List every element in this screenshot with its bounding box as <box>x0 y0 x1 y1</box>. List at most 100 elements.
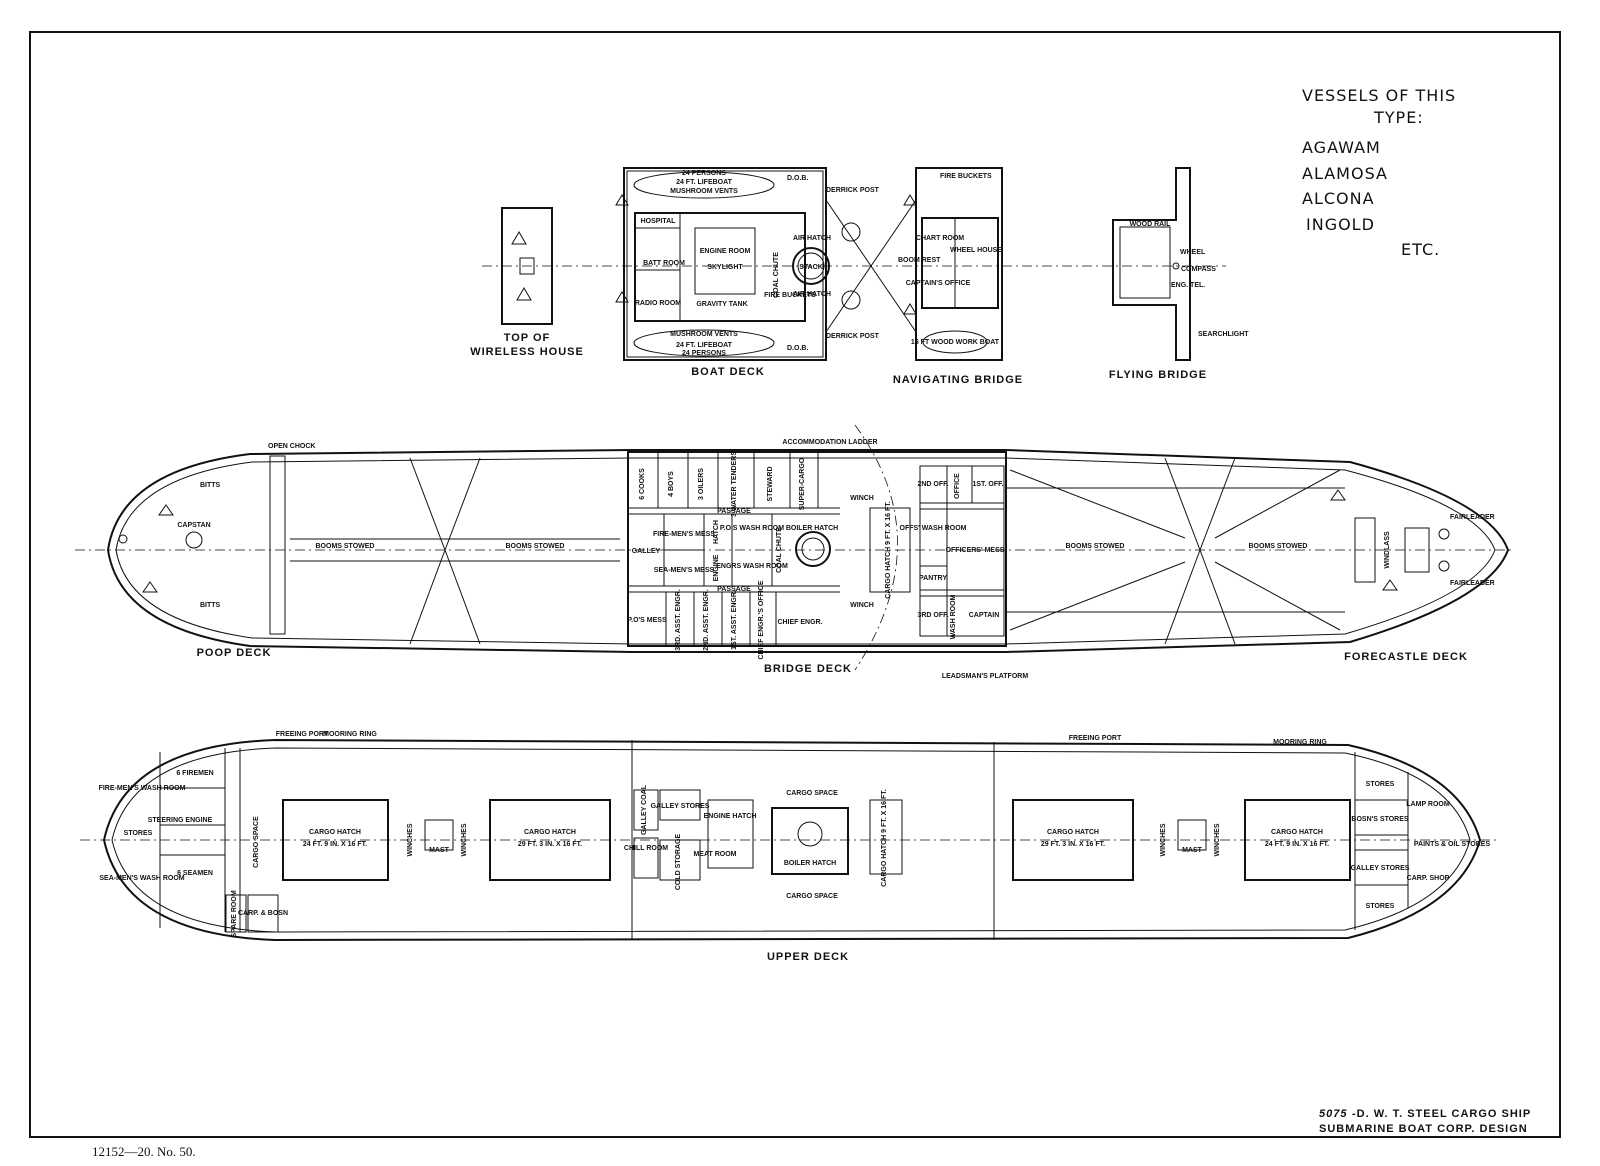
first-off-label: 1ST. OFF. <box>972 481 1003 488</box>
freeing-port-label: FREEING PORT <box>276 731 329 738</box>
cargo-space-label: CARGO SPACE <box>786 790 838 797</box>
firemens-mess-label: FIRE-MEN'S MESS <box>653 531 715 538</box>
cargo-hatch-label: CARGO HATCH 9 FT. X 16 FT. <box>881 789 888 887</box>
seamen-label: 6 SEAMEN <box>177 870 213 877</box>
mushroom-vents-label: MUSHROOM VENTS <box>670 188 738 195</box>
bitts-label: BITTS <box>200 482 221 489</box>
gravity-tank-label: GRAVITY TANK <box>696 301 747 308</box>
mooring-ring-label: MOORING RING <box>323 731 377 738</box>
winches-label: WINCHES <box>461 823 468 856</box>
vessels-list: VESSELS OF THIS TYPE: AGAWAM ALAMOSA ALC… <box>1302 86 1455 259</box>
lifeboat-persons: 24 PERSONS <box>682 170 726 177</box>
lifeboat-label: 24 FT. LIFEBOAT <box>676 179 733 186</box>
carp-shop-label: CARP. SHOP <box>1407 875 1450 882</box>
vessels-heading-type: TYPE: <box>1373 108 1424 127</box>
radio-room-label: RADIO ROOM <box>635 300 681 307</box>
captains-office-label: CAPTAIN'S OFFICE <box>906 280 971 287</box>
engrs-wash-room-label: ENGRS WASH ROOM <box>716 563 788 570</box>
winches-label: WINCHES <box>1214 823 1221 856</box>
galley-coal-label: GALLEY COAL <box>641 784 648 835</box>
steering-engine-label: STEERING ENGINE <box>148 817 213 824</box>
navigating-bridge-title: NAVIGATING BRIDGE <box>893 374 1023 386</box>
title-line-1: -D. W. T. STEEL CARGO SHIP <box>1352 1108 1531 1120</box>
coal-chute-label: COAL CHUTE <box>776 527 783 573</box>
vessel-name: ALAMOSA <box>1302 164 1388 183</box>
cabin-label: 2ND. ASST. ENGR. <box>703 589 710 651</box>
skylight-label: SKYLIGHT <box>707 264 743 271</box>
captain-label: CAPTAIN <box>969 612 1000 619</box>
booms-stowed-label: BOOMS STOWED <box>506 543 565 550</box>
engine-label: ENGINE <box>713 554 720 581</box>
boat-deck-title: BOAT DECK <box>691 366 765 378</box>
fire-buckets-label: FIRE BUCKETS <box>764 292 816 299</box>
title-block: 5075 -D. W. T. STEEL CARGO SHIP SUBMARIN… <box>1319 1108 1531 1135</box>
windlass-label: WINDLASS <box>1384 531 1391 569</box>
bridge-deck-title: BRIDGE DECK <box>764 663 852 675</box>
third-off-label: 3RD OFF. <box>917 612 948 619</box>
title-line-2: SUBMARINE BOAT CORP. DESIGN <box>1319 1123 1528 1135</box>
cabin-label: SUPER-CARGO <box>799 457 806 510</box>
winch-label: WINCH <box>850 602 874 609</box>
winch-label: WINCH <box>850 495 874 502</box>
cabin-label: STEWARD <box>767 467 774 502</box>
lamp-room-label: LAMP ROOM <box>1406 801 1450 808</box>
dob-label: D.O.B. <box>787 175 808 182</box>
air-hatch-label: AIR HATCH <box>793 235 831 242</box>
mast-label: MAST <box>1182 847 1203 854</box>
hatch-size-label: 24 FT. 9 IN. X 16 FT. <box>303 841 367 848</box>
galley-label: GALLEY <box>632 548 661 555</box>
wheel-house-label: WHEEL HOUSE <box>950 247 1002 254</box>
officers-mess-label: OFFICERS' MESS <box>946 547 1005 554</box>
second-off-label: 2ND OFF. <box>917 481 948 488</box>
vessel-name: ALCONA <box>1302 189 1375 208</box>
bosns-stores-label: BOSN'S STORES <box>1351 816 1408 823</box>
freeing-port-label: FREEING PORT <box>1069 735 1122 742</box>
boat-deck-plan: 24 FT. LIFEBOAT 24 PERSONS MUSHROOM VENT… <box>615 167 880 378</box>
pantry-label: PANTRY <box>919 575 947 582</box>
mooring-ring-label: MOORING RING <box>1273 739 1327 746</box>
chill-room-label: CHILL ROOM <box>624 845 668 852</box>
stores-label: STORES <box>124 830 153 837</box>
cabin-label: 3 OILERS <box>698 468 705 500</box>
capstan-label: CAPSTAN <box>177 522 210 529</box>
vessel-name: INGOLD <box>1306 215 1375 234</box>
footer-reference: 12152—20. No. 50. <box>92 1144 196 1159</box>
firemen-label: 6 FIREMEN <box>176 770 213 777</box>
dob-label: D.O.B. <box>787 345 808 352</box>
derrick-post-label: DERRICK POST <box>826 187 880 194</box>
leadsmans-platform-label: LEADSMAN'S PLATFORM <box>942 673 1028 680</box>
passage-label: PASSAGE <box>717 586 751 593</box>
booms-stowed-label: BOOMS STOWED <box>1249 543 1308 550</box>
vessels-etc: ETC. <box>1401 240 1440 259</box>
offs-wash-room-label: OFFS' WASH ROOM <box>900 525 967 532</box>
fairleader-label: FAIRLEADER <box>1450 580 1495 587</box>
galley-stores-fwd-label: GALLEY STORES <box>1351 865 1410 872</box>
navigating-bridge-plan: CHART ROOM WHEEL HOUSE CAPTAIN'S OFFICE … <box>893 167 1023 386</box>
air-hatch-label: AIR HATCH <box>793 291 831 298</box>
accommodation-ladder-label: ACCOMMODATION LADDER <box>782 439 877 446</box>
mushroom-vents-label: MUSHROOM VENTS <box>670 331 738 338</box>
office-label: OFFICE <box>954 473 961 499</box>
bitts-label: BITTS <box>200 602 221 609</box>
wash-room-label: WASH ROOM <box>950 594 957 639</box>
wireless-title: WIRELESS HOUSE <box>470 346 584 358</box>
passage-label: PASSAGE <box>717 508 751 515</box>
searchlight-label: SEARCHLIGHT <box>1198 331 1249 338</box>
cargo-space-label: CARGO SPACE <box>786 893 838 900</box>
title-number: 5075 <box>1319 1108 1347 1120</box>
pos-wash-room-label: P.O'S WASH ROOM <box>720 525 784 532</box>
meat-room-label: MEAT ROOM <box>693 851 736 858</box>
coal-chute-label: COAL CHUTE <box>773 252 780 298</box>
cabin-label: CHIEF ENGR. <box>777 619 822 626</box>
poop-deck-title: POOP DECK <box>197 647 272 659</box>
work-boat-label: 16 FT WOOD WORK BOAT <box>911 339 1000 346</box>
flying-bridge-title: FLYING BRIDGE <box>1109 369 1207 381</box>
lifeboat-label: 24 FT. LIFEBOAT <box>676 342 733 349</box>
bridge-section-plan: BOOMS STOWED BOOMS STOWED CAPSTAN BITTS … <box>75 424 1515 680</box>
wood-rail-label: WOOD RAIL <box>1130 221 1172 228</box>
firemens-wash-room-label: FIRE-MEN'S WASH ROOM <box>99 785 186 792</box>
hospital-label: HOSPITAL <box>641 218 677 225</box>
open-chock-label: OPEN CHOCK <box>268 443 315 450</box>
hatch-size-label: 24 FT. 9 IN. X 16 FT. <box>1265 841 1329 848</box>
